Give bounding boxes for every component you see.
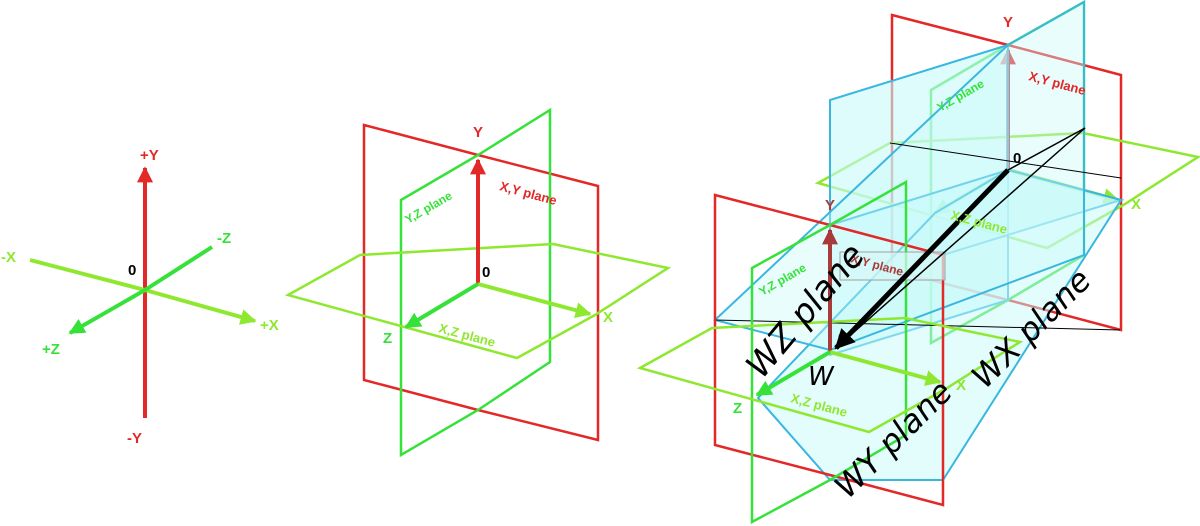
- z-axis-neg: [143, 245, 214, 292]
- x-label: X: [603, 309, 613, 326]
- figure-1-axes: +Y -Y -X +X -Z +Z 0: [1, 147, 279, 447]
- front-z-label: Z: [733, 400, 742, 417]
- w-plane-edge: [714, 319, 1121, 331]
- back-origin-label: 0: [1013, 150, 1021, 167]
- front-yz-plane: [750, 179, 908, 525]
- origin-label: 0: [128, 262, 136, 279]
- yz-plane: [399, 107, 552, 458]
- y-label: Y: [473, 124, 483, 141]
- front-y-label: Y: [825, 197, 835, 214]
- x-axis: [477, 282, 592, 319]
- plus-x-label: +X: [260, 317, 279, 334]
- minus-x-label: -X: [1, 249, 16, 266]
- w-axis-edge: [1007, 127, 1086, 171]
- back-y-label: Y: [1003, 14, 1013, 31]
- x-axis-neg: [29, 258, 146, 292]
- front-x-axis: [829, 350, 942, 386]
- origin-label: 0: [482, 264, 490, 281]
- front-z-axis: [755, 350, 832, 397]
- z-label: Z: [383, 330, 392, 347]
- xz-plane: [284, 242, 672, 360]
- front-x-label: X: [956, 377, 966, 394]
- w-plane-edge: [889, 142, 1122, 179]
- front-xz-plane: [636, 316, 1024, 434]
- xy-plane: [362, 123, 600, 442]
- w-axis-arrow-main: [834, 168, 1010, 350]
- w-axis-arrow: [835, 127, 1086, 349]
- back-x-label: X: [1131, 196, 1141, 213]
- w-planes: [712, 0, 1125, 481]
- minus-y-label: -Y: [127, 430, 142, 447]
- z-axis: [404, 282, 480, 329]
- minus-z-label: -Z: [217, 230, 231, 247]
- figure-3-4d: Y X,Y plane Y,Z plane 0 X X,Z plane Y X,…: [636, 0, 1200, 525]
- plus-y-label: +Y: [140, 147, 159, 164]
- x-axis-pos: [144, 288, 257, 325]
- front-origin-label: 0: [838, 331, 845, 345]
- w-label: W: [808, 362, 835, 392]
- plus-z-label: +Z: [42, 341, 60, 358]
- z-axis-pos: [68, 288, 146, 335]
- front-plane-set: [636, 179, 1024, 525]
- wz-upper-shape: [712, 0, 1085, 352]
- figure-2-planes: Y X Z 0 X,Y plane Y,Z plane X,Z plane: [284, 107, 672, 458]
